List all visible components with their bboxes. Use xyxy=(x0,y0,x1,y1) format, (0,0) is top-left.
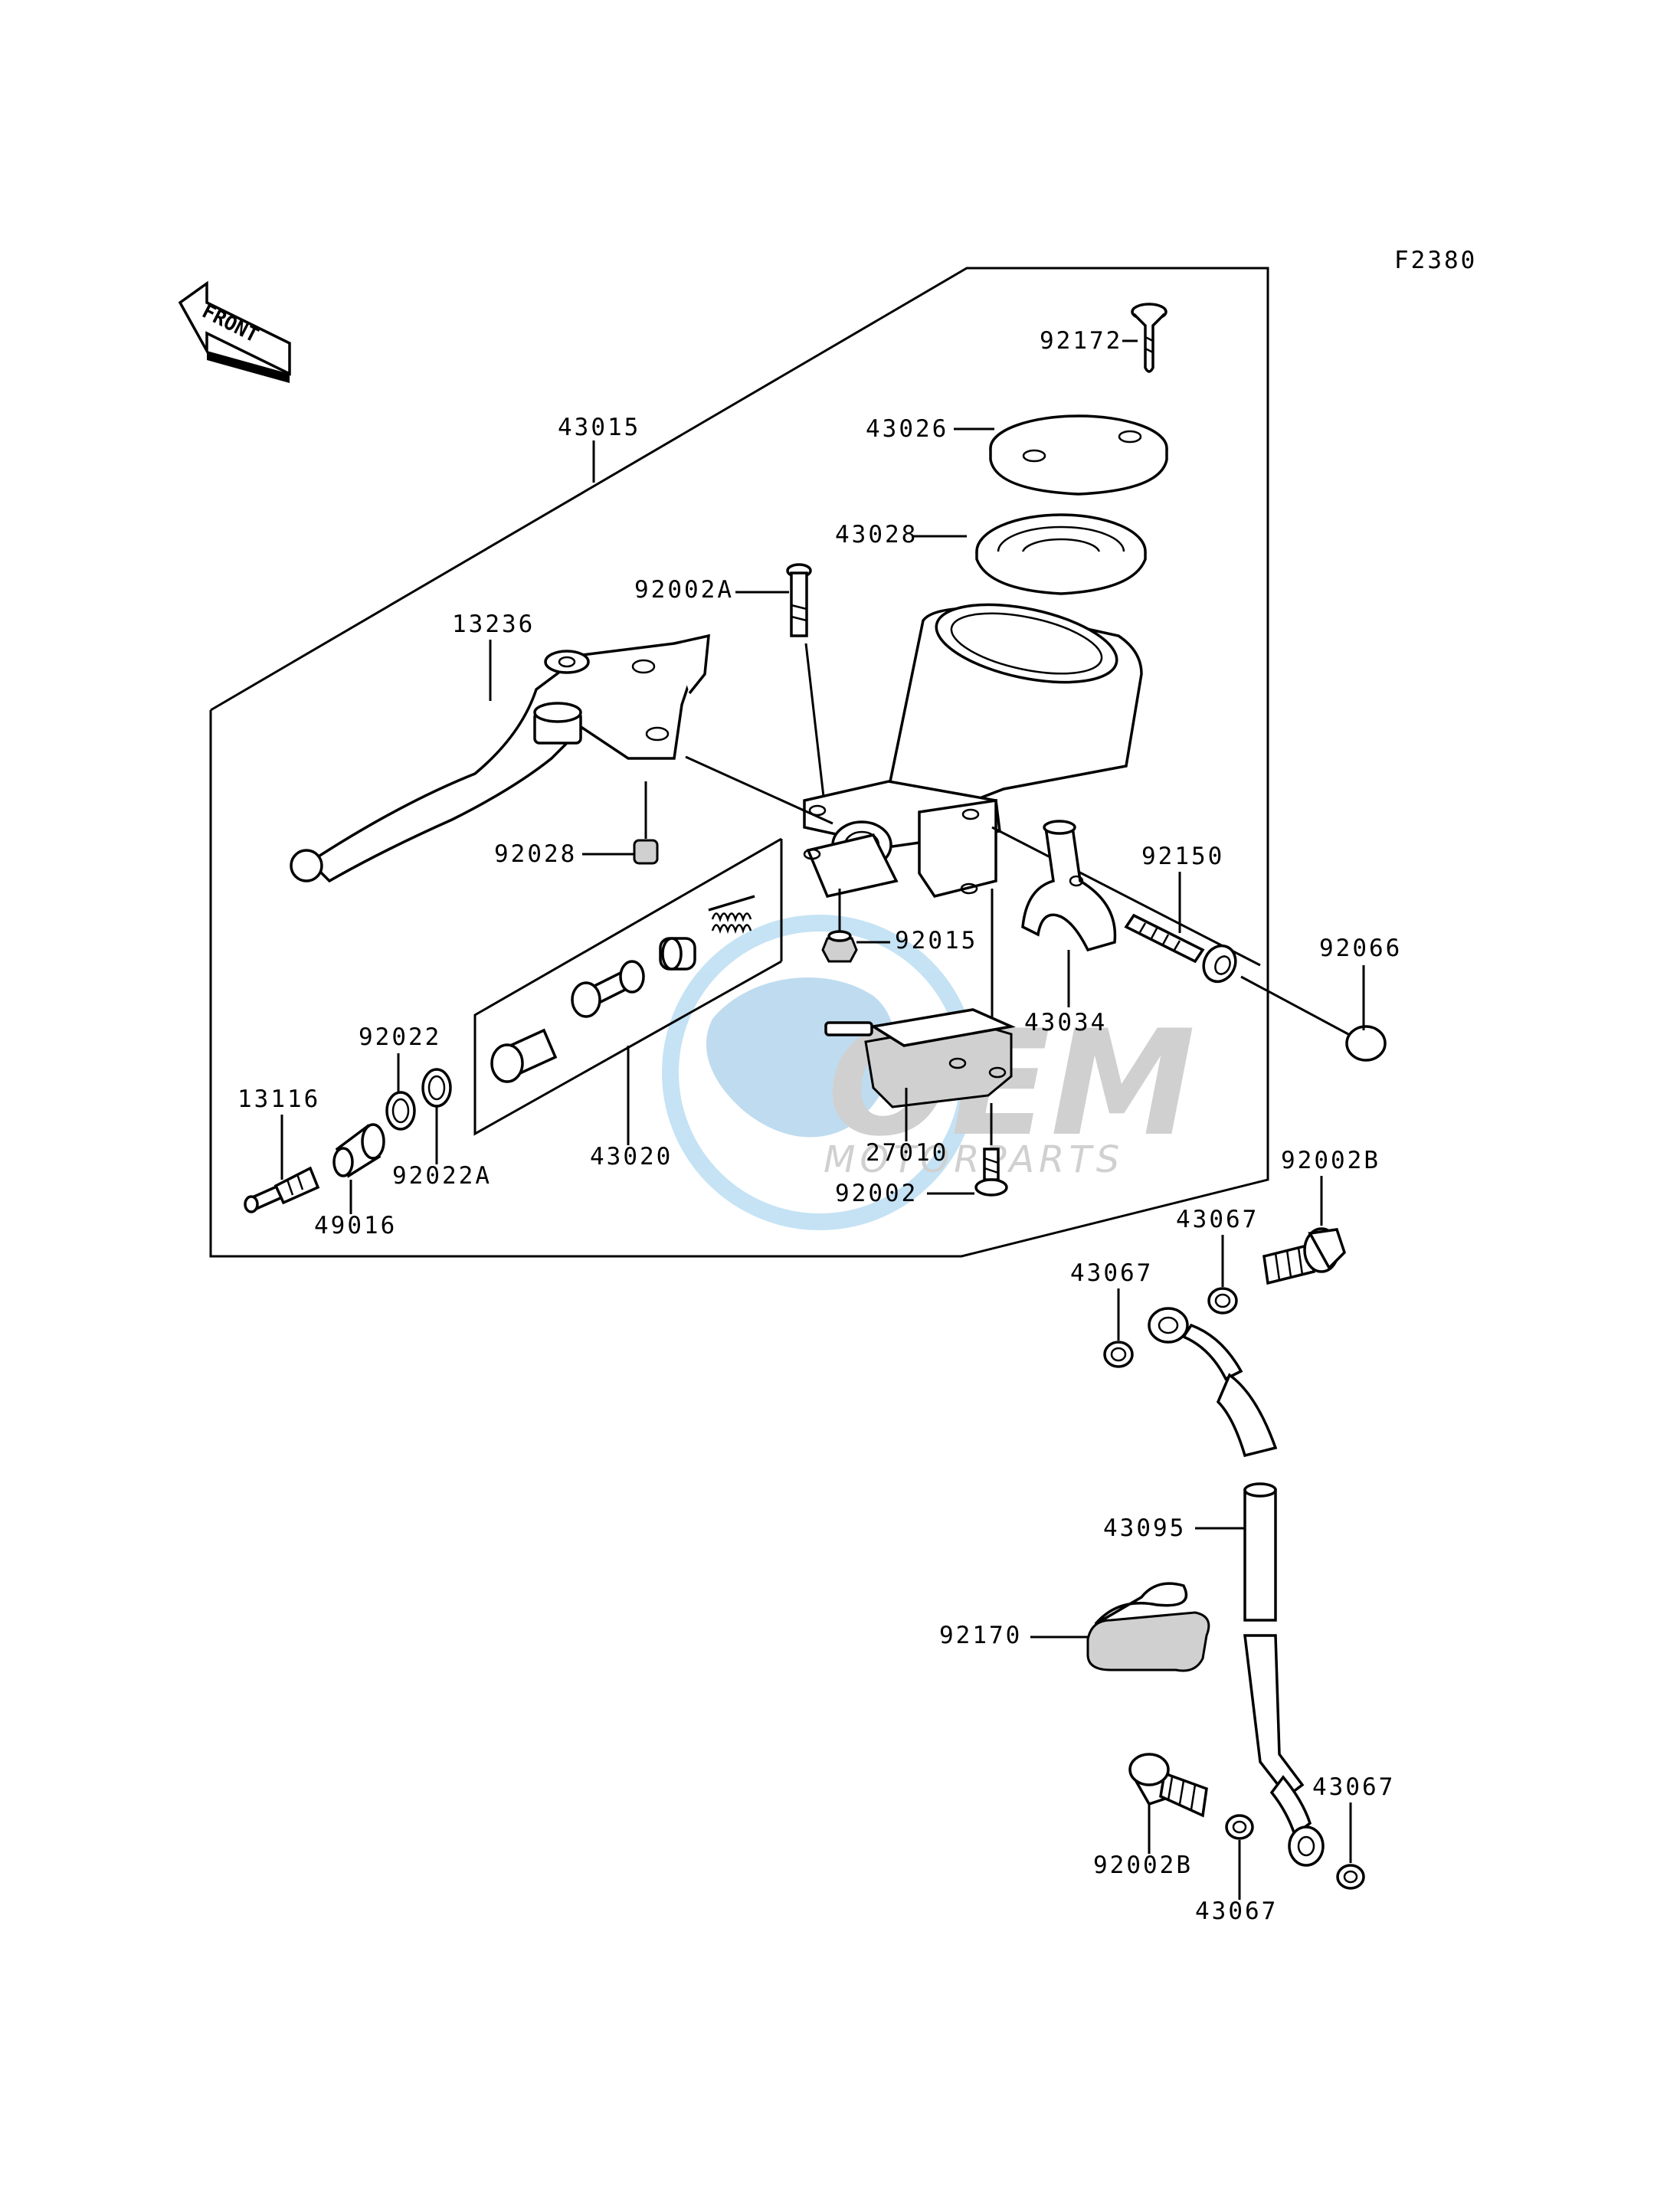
label-43034: 43034 xyxy=(1024,1009,1107,1036)
label-92002: 92002 xyxy=(835,1180,918,1207)
part-92015-nut xyxy=(821,930,858,963)
label-43028: 43028 xyxy=(835,521,918,548)
label-43067-c: 43067 xyxy=(1195,1897,1278,1925)
part-27010-switch xyxy=(824,1008,1016,1108)
part-92150-bolt xyxy=(1124,913,1237,984)
label-92002A: 92002A xyxy=(634,576,734,604)
part-92022-circlip xyxy=(385,1091,416,1131)
label-92028: 92028 xyxy=(494,840,577,868)
part-92028-pin xyxy=(633,839,659,865)
part-92066-cap xyxy=(1345,1025,1387,1062)
label-92015: 92015 xyxy=(895,927,978,954)
label-92170: 92170 xyxy=(939,1622,1022,1649)
part-92002-screw xyxy=(974,1148,1008,1197)
part-43067-washer-d xyxy=(1336,1864,1365,1890)
label-43015: 43015 xyxy=(558,414,640,441)
part-49016-boot xyxy=(332,1123,385,1178)
part-92002A-screw xyxy=(786,563,812,637)
label-43095: 43095 xyxy=(1103,1514,1186,1542)
part-43034-clamp xyxy=(1021,820,1117,952)
part-43020-piston-set xyxy=(473,837,783,1136)
label-92002B-top: 92002B xyxy=(1281,1147,1380,1174)
label-43067-d: 43067 xyxy=(1312,1773,1395,1801)
label-92022A: 92022A xyxy=(392,1162,492,1190)
label-92172: 92172 xyxy=(1040,327,1122,355)
label-92066: 92066 xyxy=(1319,935,1402,962)
watermark-sub: MOTORPARTS xyxy=(824,1138,1124,1181)
label-43067-a: 43067 xyxy=(1176,1206,1259,1233)
part-92170-clamp xyxy=(1086,1582,1210,1672)
label-13116: 13116 xyxy=(237,1085,320,1113)
part-92172-screw xyxy=(1131,303,1167,373)
label-92150: 92150 xyxy=(1141,843,1224,870)
label-43026: 43026 xyxy=(866,415,948,443)
part-43095-brake-hose xyxy=(1148,1307,1325,1867)
front-arrow-icon: FRONT xyxy=(178,280,291,383)
diagram-code: F2380 xyxy=(1394,247,1477,274)
part-43028-diaphragm xyxy=(975,513,1147,595)
label-43020: 43020 xyxy=(590,1143,673,1171)
label-13236: 13236 xyxy=(452,611,535,638)
label-92022: 92022 xyxy=(359,1023,441,1051)
part-13116-push-rod xyxy=(244,1166,320,1213)
label-49016: 49016 xyxy=(314,1212,397,1239)
part-92002B-top-bolt xyxy=(1262,1227,1347,1285)
part-13236-lever xyxy=(290,634,710,883)
part-43067-washer-b xyxy=(1103,1341,1134,1368)
part-92002B-bottom-bolt xyxy=(1128,1753,1208,1818)
part-43026-cap xyxy=(989,414,1168,496)
label-92002B-bottom: 92002B xyxy=(1093,1852,1193,1879)
part-master-cylinder-body xyxy=(803,603,1143,899)
label-27010: 27010 xyxy=(866,1139,948,1167)
part-43067-washer-c xyxy=(1225,1814,1254,1840)
part-43067-washer-a xyxy=(1207,1287,1238,1315)
part-92022A-washer xyxy=(421,1068,452,1108)
assembly-outline xyxy=(209,267,1269,1258)
label-43067-b: 43067 xyxy=(1070,1259,1153,1287)
